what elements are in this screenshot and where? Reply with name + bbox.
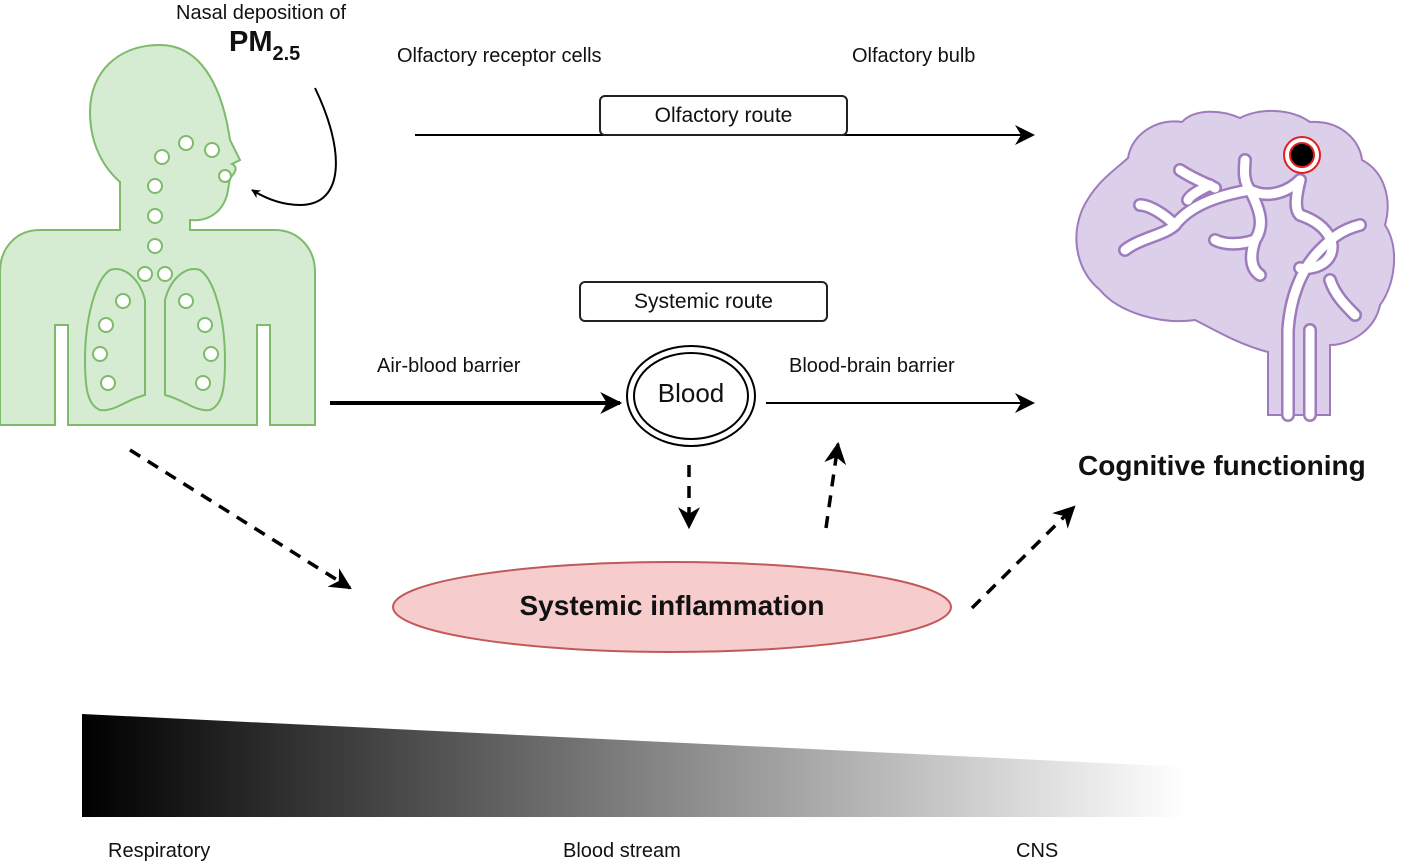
gradient-label-respiratory: Respiratory: [108, 840, 211, 862]
olfactory-bulb-label: Olfactory bulb: [852, 45, 976, 67]
olfactory-receptor-label: Olfactory receptor cells: [397, 45, 602, 67]
cognitive-functioning-label: Cognitive functioning: [1078, 450, 1366, 481]
pm-main: PM: [229, 26, 273, 58]
inflammation-ellipse: [392, 561, 952, 653]
systemic-inflammation-label: Systemic inflammation: [519, 590, 825, 621]
gradient-bar: [82, 714, 1185, 817]
body-to-inflammation-arrow: [129, 448, 352, 590]
pm-sub: 2.5: [272, 42, 301, 65]
gradient-label-blood-stream: Blood stream: [563, 840, 681, 862]
nasal-deposition-label: Nasal deposition of: [176, 2, 347, 24]
air-blood-barrier-label: Air-blood barrier: [377, 355, 521, 377]
blood-label: Blood: [657, 378, 725, 408]
brain-icon: [1075, 109, 1396, 422]
inflammation-to-bbb-arrow: [824, 441, 847, 529]
blood-brain-barrier-label: Blood-brain barrier: [789, 355, 955, 377]
human-body-icon: [0, 43, 316, 426]
systemic-route-box: Systemic route: [579, 281, 828, 322]
inflammation-to-cognition-arrow: [970, 505, 1076, 610]
nasal-deposition-arrow: [251, 87, 337, 207]
blood-node: [626, 345, 756, 447]
olfactory-route-box: Olfactory route: [599, 95, 848, 136]
gradient-label-cns: CNS: [1016, 840, 1059, 862]
pm25-label: PM2.5: [229, 26, 301, 65]
